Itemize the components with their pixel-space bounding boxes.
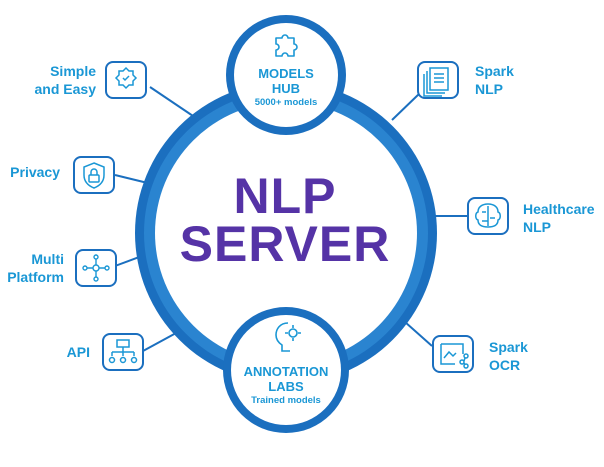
feature-privacy[interactable]: Privacy: [10, 163, 60, 181]
feature-api-line1: API: [66, 344, 90, 360]
center-circle: [155, 102, 417, 364]
feature-api[interactable]: API: [67, 343, 90, 361]
center-title-line1: NLP: [233, 168, 337, 224]
feature-healthcare-nlp-line2: NLP: [523, 219, 551, 235]
models-hub-bubble[interactable]: [234, 23, 338, 127]
annotation-labs-line2: LABS: [268, 379, 304, 394]
feature-spark-ocr[interactable]: Spark OCR: [489, 338, 528, 374]
feature-healthcare-nlp-line1: Healthcare: [523, 201, 595, 217]
annotation-labs-sub: Trained models: [251, 395, 321, 406]
center-title-line2: SERVER: [179, 216, 391, 272]
connector-simple: [149, 86, 197, 119]
center-title: NLP SERVER: [170, 168, 400, 272]
feature-simple-easy-line1: Simple: [50, 63, 96, 79]
feature-simple-easy-line2: and Easy: [34, 81, 96, 97]
feature-privacy-line1: Privacy: [10, 164, 60, 180]
feature-multi-platform-line1: Multi: [31, 251, 64, 267]
models-hub-label[interactable]: MODELS HUB 5000+ models: [236, 66, 336, 109]
hierarchy-icon[interactable]: [102, 333, 144, 371]
brain-circuit-icon[interactable]: [467, 197, 509, 235]
feature-spark-ocr-line1: Spark: [489, 339, 528, 355]
feature-spark-nlp[interactable]: Spark NLP: [475, 62, 514, 98]
feature-healthcare-nlp[interactable]: Healthcare NLP: [523, 200, 595, 236]
annotation-labs-line1: ANNOTATION: [243, 364, 329, 379]
models-hub-line2: HUB: [271, 81, 301, 96]
feature-simple-easy[interactable]: Simple and Easy: [35, 62, 96, 98]
connector-lines: [114, 86, 468, 352]
puzzle-icon: [275, 34, 298, 57]
brain-gear-icon: [275, 322, 301, 352]
feature-multi-platform-line2: Platform: [7, 269, 64, 285]
models-hub-sub: 5000+ models: [254, 97, 318, 108]
award-ribbon-icon[interactable]: [105, 61, 147, 99]
network-nodes-icon[interactable]: [75, 249, 117, 287]
shield-lock-icon[interactable]: [73, 156, 115, 194]
feature-multi-platform[interactable]: Multi Platform: [7, 250, 64, 286]
annotation-labs-label[interactable]: ANNOTATION LABS Trained models: [231, 364, 341, 407]
annotation-labs-bubble[interactable]: [231, 315, 341, 425]
feature-spark-ocr-line2: OCR: [489, 357, 521, 373]
feature-spark-nlp-line1: Spark: [475, 63, 514, 79]
connector-spark-nlp: [391, 92, 421, 121]
feature-spark-nlp-line2: NLP: [475, 81, 503, 97]
models-hub-line1: MODELS: [258, 66, 314, 81]
documents-stack-icon[interactable]: [417, 61, 459, 99]
image-scan-icon[interactable]: [432, 335, 474, 373]
